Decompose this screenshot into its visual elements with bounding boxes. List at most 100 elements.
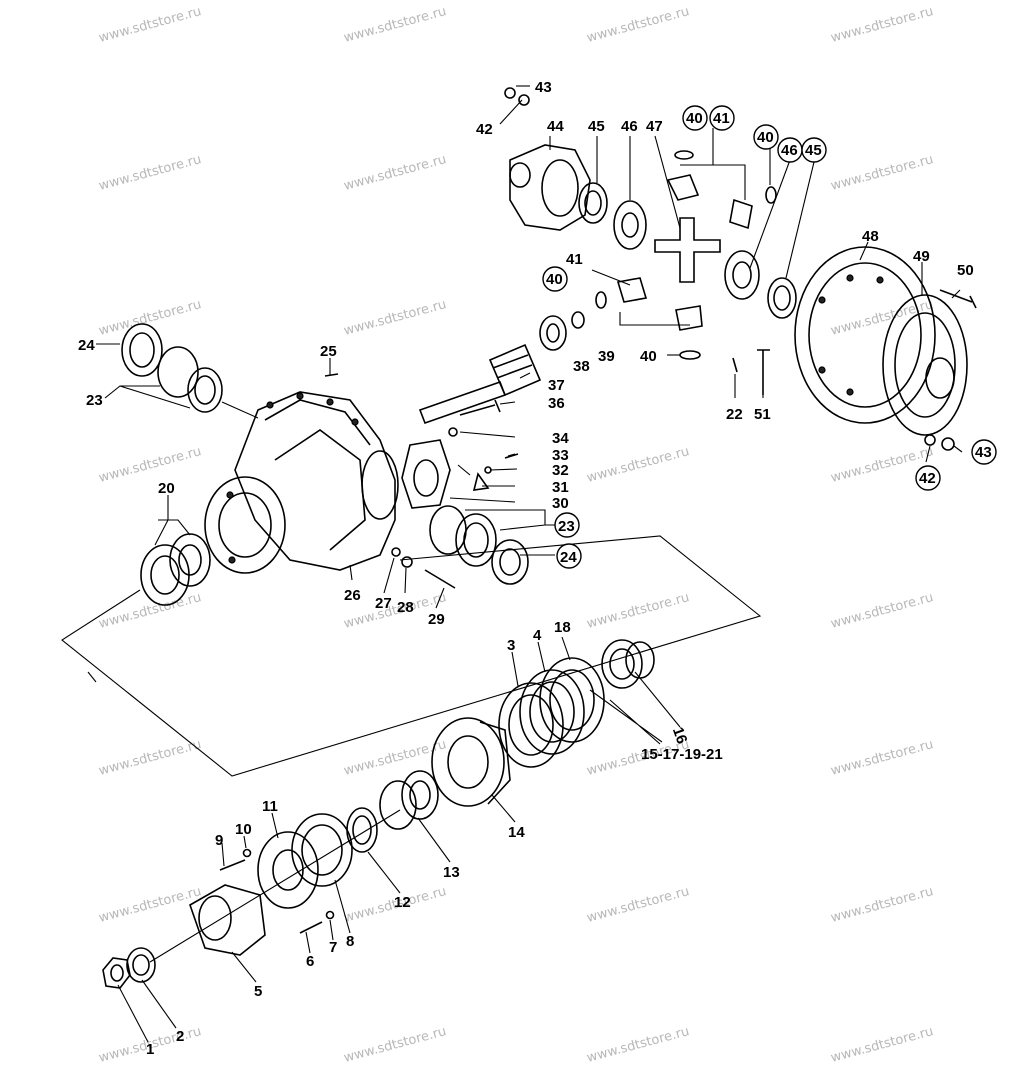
callout-22: 22 xyxy=(726,406,743,423)
nut-43-right xyxy=(941,437,955,451)
watermark: www.sdtstore.ru xyxy=(829,1024,935,1066)
thrust-washer-40 xyxy=(765,186,777,204)
callout-circles xyxy=(542,105,997,569)
break-mark xyxy=(87,671,97,683)
watermark: www.sdtstore.ru xyxy=(97,4,203,46)
washer-2 xyxy=(126,947,156,983)
callout-43: 43 xyxy=(975,444,992,461)
differential-case-half xyxy=(509,144,591,231)
nut-1 xyxy=(102,957,131,989)
callout-13: 13 xyxy=(443,864,460,881)
pinion-axis-line xyxy=(149,809,401,963)
bolt-51 xyxy=(757,349,770,395)
callout-32: 32 xyxy=(552,462,569,479)
washer-42-right xyxy=(924,434,936,446)
companion-flange-5 xyxy=(189,884,266,956)
part-28 xyxy=(401,556,413,568)
callout-37: 37 xyxy=(548,377,565,394)
callout-11: 11 xyxy=(262,798,278,815)
drive-pinion xyxy=(418,343,542,425)
watermark: www.sdtstore.ru xyxy=(829,590,935,632)
cover-11 xyxy=(257,831,319,909)
watermark: www.sdtstore.ru xyxy=(585,1024,691,1066)
differential-carrier-housing xyxy=(204,391,399,574)
callout-51: 51 xyxy=(754,406,771,423)
part-27 xyxy=(391,547,401,557)
callout-40: 40 xyxy=(686,110,703,127)
bearing-13 xyxy=(379,770,439,830)
watermark: www.sdtstore.ru xyxy=(829,4,935,46)
thrust-washer-right xyxy=(767,277,797,319)
callout-38: 38 xyxy=(573,358,590,375)
washer-10 xyxy=(242,848,252,858)
callout-23: 23 xyxy=(558,518,575,535)
callout-40: 40 xyxy=(546,271,563,288)
watermark: www.sdtstore.ru xyxy=(829,152,935,194)
bearing-cap xyxy=(401,427,519,509)
callout-20: 20 xyxy=(158,480,175,497)
watermark: www.sdtstore.ru xyxy=(585,590,691,632)
callout-45: 45 xyxy=(805,142,822,159)
washer xyxy=(571,311,585,329)
callout-8: 8 xyxy=(346,933,354,950)
callout-28: 28 xyxy=(397,599,414,616)
thrust-washer-40 xyxy=(674,150,694,160)
callout-26: 26 xyxy=(344,587,361,604)
shim-set xyxy=(498,657,605,768)
ring-gear xyxy=(794,246,936,424)
watermark: www.sdtstore.ru xyxy=(829,737,935,779)
callout-47: 47 xyxy=(646,118,663,135)
callout-3: 3 xyxy=(507,637,515,654)
callout-10: 10 xyxy=(235,821,252,838)
callout-7: 7 xyxy=(329,939,337,956)
callout-41: 41 xyxy=(713,110,730,127)
callout-15-17-19-21: 15-17-19-21 xyxy=(641,746,723,763)
watermark: www.sdtstore.ru xyxy=(585,884,691,926)
spider-cross xyxy=(654,217,721,283)
callout-40: 40 xyxy=(757,129,774,146)
thrust-washer-40 xyxy=(595,291,607,309)
callout-24: 24 xyxy=(560,549,577,566)
watermark: www.sdtstore.ru xyxy=(342,152,448,194)
thrust-washer-45 xyxy=(578,182,608,224)
dust-deflector-8 xyxy=(291,813,353,887)
side-gear-right-inner xyxy=(732,261,752,289)
watermark: www.sdtstore.ru xyxy=(97,884,203,926)
callout-16: 16 xyxy=(669,725,691,746)
pin-22 xyxy=(732,357,738,373)
callout-27: 27 xyxy=(375,595,392,612)
group-boundary-line xyxy=(61,535,762,777)
callout-39: 39 xyxy=(598,348,615,365)
thrust-washer-40 xyxy=(679,350,701,360)
watermark: www.sdtstore.ru xyxy=(97,444,203,486)
callout-46: 46 xyxy=(781,142,798,159)
callout-43: 43 xyxy=(535,79,552,96)
pinion-bearing-cup xyxy=(601,639,655,689)
callout-31: 31 xyxy=(552,479,569,496)
callout-5: 5 xyxy=(254,983,262,1000)
bearing-set-upper-left xyxy=(121,323,223,413)
callout-12: 12 xyxy=(394,894,411,911)
nut-43-top xyxy=(504,87,516,99)
washer-42-top xyxy=(518,94,530,106)
watermark: www.sdtstore.ru xyxy=(829,884,935,926)
callout-44: 44 xyxy=(547,118,564,135)
thrust-washer-45-inner xyxy=(584,190,602,216)
bolt-50 xyxy=(939,289,977,309)
pinion-bearing-retainer xyxy=(431,717,511,807)
differential-case-flange xyxy=(882,294,968,436)
callout-36: 36 xyxy=(548,395,565,412)
watermark: www.sdtstore.ru xyxy=(585,4,691,46)
stud-29 xyxy=(424,569,456,589)
watermark: www.sdtstore.ru xyxy=(97,737,203,779)
callout-48: 48 xyxy=(862,228,879,245)
pin-25 xyxy=(324,373,339,377)
callout-40: 40 xyxy=(640,348,657,365)
watermark: www.sdtstore.ru xyxy=(342,1024,448,1066)
callout-6: 6 xyxy=(306,953,314,970)
callout-29: 29 xyxy=(428,611,445,628)
callout-34: 34 xyxy=(552,430,569,447)
callout-33: 33 xyxy=(552,447,569,464)
bearing-set-lower-left xyxy=(140,533,211,606)
